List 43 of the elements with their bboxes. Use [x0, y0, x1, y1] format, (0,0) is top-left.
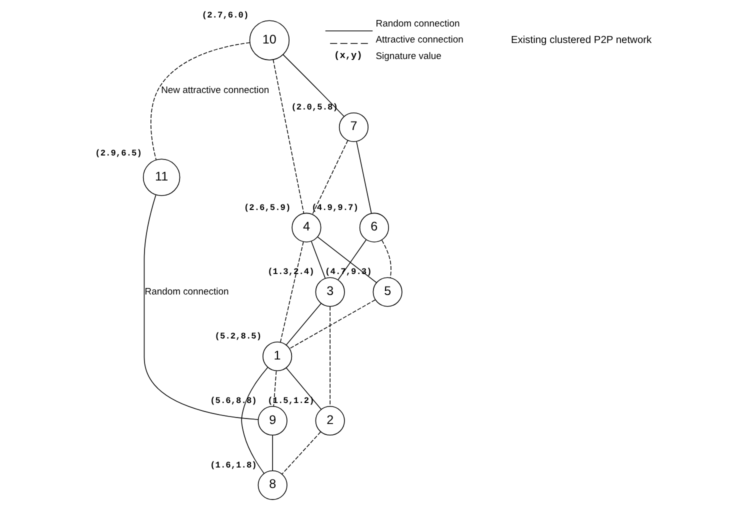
connector — [312, 140, 348, 214]
node-circle: 6 — [359, 212, 389, 242]
connector — [356, 141, 372, 214]
connector — [273, 370, 277, 407]
node-label: (2.9,6.5) — [95, 148, 142, 159]
legend-label: Signature value — [376, 50, 442, 62]
node-circle: 2 — [315, 406, 345, 436]
node-label: (5.2,8.5) — [214, 332, 262, 342]
connector — [272, 435, 273, 471]
node-label: (2.7,6.0) — [202, 10, 249, 20]
node-circle: 9 — [258, 406, 288, 436]
node-circle: 1 — [262, 342, 292, 372]
node-circle: 11 — [142, 158, 180, 196]
node-circle: 8 — [258, 470, 288, 500]
connector — [282, 432, 321, 474]
connector — [286, 367, 322, 410]
connector — [282, 54, 344, 117]
connector — [286, 303, 322, 346]
legend-label: Random connection — [376, 18, 460, 30]
node-circle: 10 — [249, 20, 290, 60]
label: (x,y) — [334, 50, 362, 62]
connector — [381, 240, 392, 278]
node-label: (1.5,1.2) — [268, 396, 314, 406]
connector — [144, 194, 259, 420]
node-circle: 3 — [315, 277, 345, 307]
node-label: (2.6,5.9) — [244, 202, 291, 213]
node-label: (1.3,2.4) — [268, 267, 314, 278]
connector — [290, 299, 376, 349]
label: Existing clustered P2P network — [510, 34, 652, 46]
connector — [272, 59, 304, 214]
edge-label: New attractive connection — [161, 84, 270, 96]
node-label: (2.0,5.8) — [291, 102, 338, 112]
legend-label: Attractive connection — [376, 34, 464, 46]
connector — [241, 367, 268, 474]
node-label: (4.9,9.7) — [312, 202, 358, 213]
connector — [280, 241, 304, 342]
connector — [310, 241, 326, 279]
node-label: (1.6,1.8) — [210, 460, 257, 470]
connector — [150, 42, 250, 160]
node-circle: 4 — [292, 212, 322, 242]
node-circle: 5 — [372, 277, 402, 307]
edge-label: Random connection — [144, 286, 229, 298]
node-circle: 7 — [338, 112, 368, 142]
